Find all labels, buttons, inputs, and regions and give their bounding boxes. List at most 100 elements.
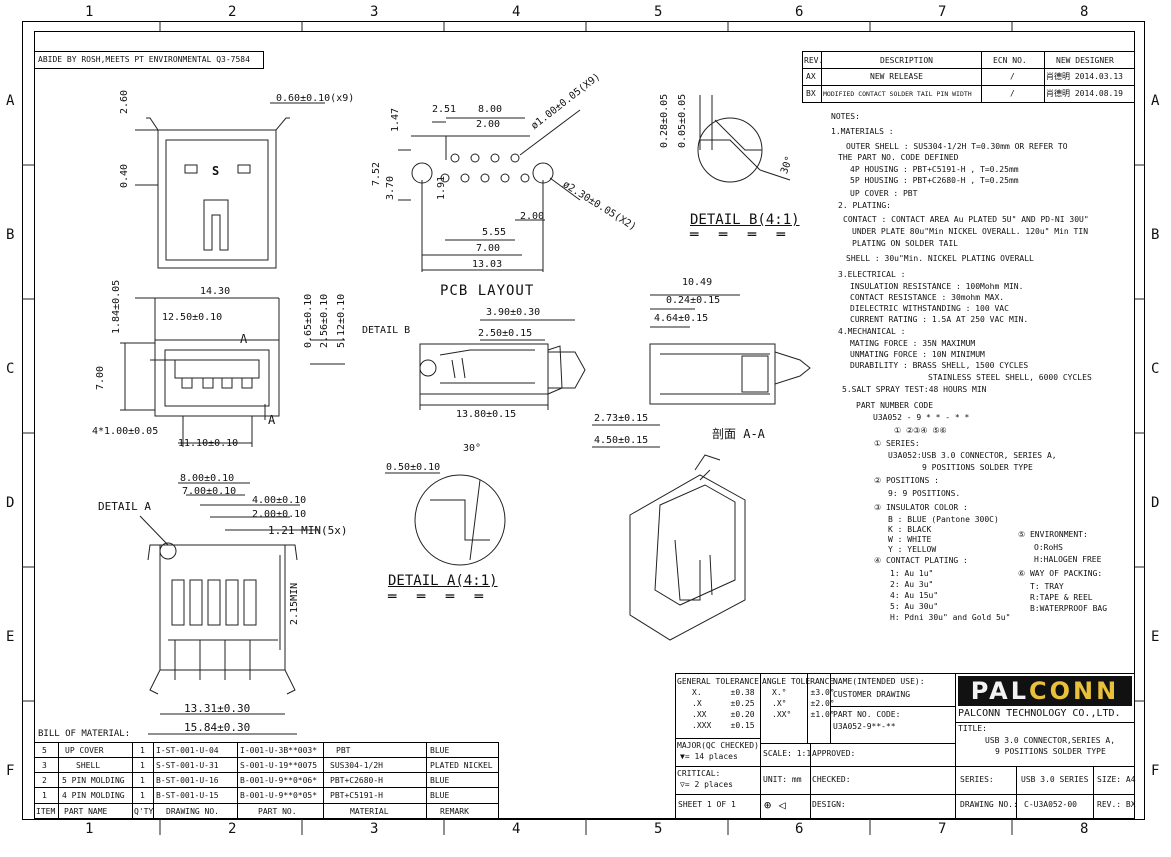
bom-header-remark: REMARK bbox=[440, 807, 469, 816]
zone-col-7-bottom: 7 bbox=[938, 821, 947, 837]
revision-table bbox=[802, 51, 1135, 103]
bom-table bbox=[34, 742, 499, 819]
outer-frame bbox=[22, 21, 1145, 820]
section-dim-4-64: 4.64±0.15 bbox=[654, 313, 709, 324]
angle-tol-x: X.° ±3.0° bbox=[772, 688, 835, 697]
rev-row1-description: NEW RELEASE bbox=[870, 72, 923, 81]
angle-tol-x2: .XX° ±1.0° bbox=[772, 710, 835, 719]
section-dim-4-50: 4.50±0.15 bbox=[594, 435, 649, 446]
dim-5-12: 5.12±0.10 bbox=[336, 293, 347, 348]
dim-11-10: 11.10±0.10 bbox=[178, 438, 239, 449]
pn-plating-line: 4: Au 15u" bbox=[890, 591, 939, 600]
notes-line: CONTACT : CONTACT AREA Au PLATED 5U" AND… bbox=[843, 215, 1089, 224]
drawing-no-value: C-U3A052-00 bbox=[1024, 800, 1077, 809]
zone-col-4-bottom: 4 bbox=[512, 821, 521, 837]
detail-b-title: DETAIL B(4:1) bbox=[690, 212, 800, 228]
rev-row1-ecn: / bbox=[1010, 72, 1015, 81]
bom-row2-remark: BLUE bbox=[430, 776, 450, 785]
top-view-s-mark: S bbox=[212, 164, 220, 178]
pn-insulator-line: B : BLUE (Pantone 300C) bbox=[888, 515, 999, 524]
side-dim-13-80: 13.80±0.15 bbox=[456, 409, 517, 420]
zone-col-1: 1 bbox=[85, 4, 94, 20]
zone-col-2-bottom: 2 bbox=[228, 821, 237, 837]
bottom-dim-15-84: 15.84±0.30 bbox=[184, 721, 251, 734]
bom-row1-material: PBT+C5191-H bbox=[330, 791, 383, 800]
bom-row5-drawing: I-ST-001-U-04 bbox=[156, 746, 219, 755]
rev-header-rev: REV. bbox=[804, 56, 824, 65]
pcb-dim-2-51: 2.51 bbox=[432, 104, 457, 115]
tolerance-x1: .X ±0.25 bbox=[692, 699, 755, 708]
logo-text-pal: PAL bbox=[970, 677, 1030, 705]
pn-series-head: ① SERIES: bbox=[874, 439, 920, 448]
bom-row1-qty: 1 bbox=[140, 791, 145, 800]
pcb-dim-7-52: 7.52 bbox=[371, 161, 382, 186]
major-qc-label: MAJOR(QC CHECKED) bbox=[677, 741, 759, 750]
section-dim-0-24: 0.24±0.15 bbox=[666, 295, 721, 306]
company-name: PALCONN TECHNOLOGY CO.,LTD. bbox=[958, 708, 1121, 719]
bottom-dim-2-15: 2.15MIN bbox=[289, 582, 300, 625]
notes-line: OUTER SHELL : SUS304-1/2H T=0.30mm OR RE… bbox=[846, 142, 1068, 151]
bom-row1-drawing: B-ST-001-U-15 bbox=[156, 791, 219, 800]
angle-tol-x1: .X° ±2.0° bbox=[772, 699, 835, 708]
bom-row1-remark: BLUE bbox=[430, 791, 450, 800]
general-tolerance-title: GENERAL TOLERANCE bbox=[677, 677, 759, 686]
pcb-layout-title: PCB LAYOUT bbox=[440, 283, 535, 299]
bottom-dim-8-00: 8.00±0.10 bbox=[180, 473, 235, 484]
pn-insulator-line: W : WHITE bbox=[888, 535, 932, 544]
zone-row-f-right: F bbox=[1151, 763, 1160, 779]
pcb-dim-5-55: 5.55 bbox=[482, 227, 507, 238]
projection-symbol-icon: ⊕ ◁ bbox=[764, 798, 786, 812]
bom-row5-name: UP COVER bbox=[65, 746, 104, 755]
name-label: NAME(INTENDED USE): bbox=[833, 677, 925, 686]
section-mark-a-bottom: A bbox=[268, 413, 276, 427]
pcb-dim-2-00-mid: 2.00 bbox=[520, 211, 545, 222]
zone-row-c: C bbox=[6, 361, 15, 377]
pcb-dim-1-91: 1.91 bbox=[436, 175, 447, 200]
pn-environment-line: H:HALOGEN FREE bbox=[1034, 555, 1102, 564]
notes-line: THE PART NO. CODE DEFINED bbox=[838, 153, 959, 162]
notes-line: 3.ELECTRICAL : bbox=[838, 270, 906, 279]
notes-line: DURABILITY : BRASS SHELL, 1500 CYCLES bbox=[850, 361, 1029, 370]
dim-2-56: 2.56±0.10 bbox=[319, 293, 330, 348]
size-value: SIZE: A4 bbox=[1097, 775, 1136, 784]
pn-packing-head: ⑥ WAY OF PACKING: bbox=[1018, 569, 1103, 578]
notes-line: DIELECTRIC WITHSTANDING : 100 VAC bbox=[850, 304, 1009, 313]
zone-row-e: E bbox=[6, 629, 15, 645]
part-no-code-value: U3A052-9**-** bbox=[833, 722, 896, 731]
pn-plating-line: 2: Au 3u" bbox=[890, 580, 934, 589]
notes-line: 2. PLATING: bbox=[838, 201, 891, 210]
zone-row-d: D bbox=[6, 495, 15, 511]
section-dim-2-73: 2.73±0.15 bbox=[594, 413, 649, 424]
notes-line: SHELL : 30u"Min. NICKEL PLATING OVERALL bbox=[846, 254, 1034, 263]
bom-title: BILL OF MATERIAL: bbox=[38, 729, 131, 739]
bom-row5-qty: 1 bbox=[140, 746, 145, 755]
notes-line: 5P HOUSING : PBT+C2680-H , T=0.25mm bbox=[850, 176, 1019, 185]
bom-header-qty: Q'TY bbox=[134, 807, 154, 816]
rev-row1-designer: 肖德明 2014.03.13 bbox=[1046, 72, 1123, 81]
side-dim-3-90: 3.90±0.30 bbox=[486, 307, 541, 318]
pcb-dim-1-47: 1.47 bbox=[390, 107, 401, 132]
angle-tolerance-title: ANGLE TOLERANCE bbox=[762, 677, 835, 686]
bom-row3-qty: 1 bbox=[140, 761, 145, 770]
dim-4x1-00: 4*1.00±0.05 bbox=[92, 426, 159, 437]
part-number-code: U3A052 - 9 * * - * * bbox=[873, 413, 970, 422]
unit: UNIT: mm bbox=[763, 775, 802, 784]
notes-line: CONTACT RESISTANCE : 30mohm MAX. bbox=[850, 293, 1005, 302]
tolerance-x2: .XX ±0.20 bbox=[692, 710, 755, 719]
notes-line: UNMATING FORCE : 10N MINIMUM bbox=[850, 350, 985, 359]
pn-packing-line: B:WATERPROOF BAG bbox=[1030, 604, 1108, 613]
zone-col-8: 8 bbox=[1080, 4, 1089, 20]
bom-header-part-name: PART NAME bbox=[64, 807, 108, 816]
bom-row5-item: 5 bbox=[42, 746, 47, 755]
zone-row-c-right: C bbox=[1151, 361, 1160, 377]
zone-col-5: 5 bbox=[654, 4, 663, 20]
dim-0-40: 0.40 bbox=[119, 163, 130, 188]
rev-row2-ecn: / bbox=[1010, 89, 1015, 98]
zone-row-b-right: B bbox=[1151, 227, 1160, 243]
bom-header-material: MATERIAL bbox=[350, 807, 389, 816]
notes-line: 5.SALT SPRAY TEST:48 HOURS MIN bbox=[842, 385, 987, 394]
bom-row3-material: SUS304-1/2H bbox=[330, 761, 383, 770]
inner-frame bbox=[34, 31, 1135, 819]
